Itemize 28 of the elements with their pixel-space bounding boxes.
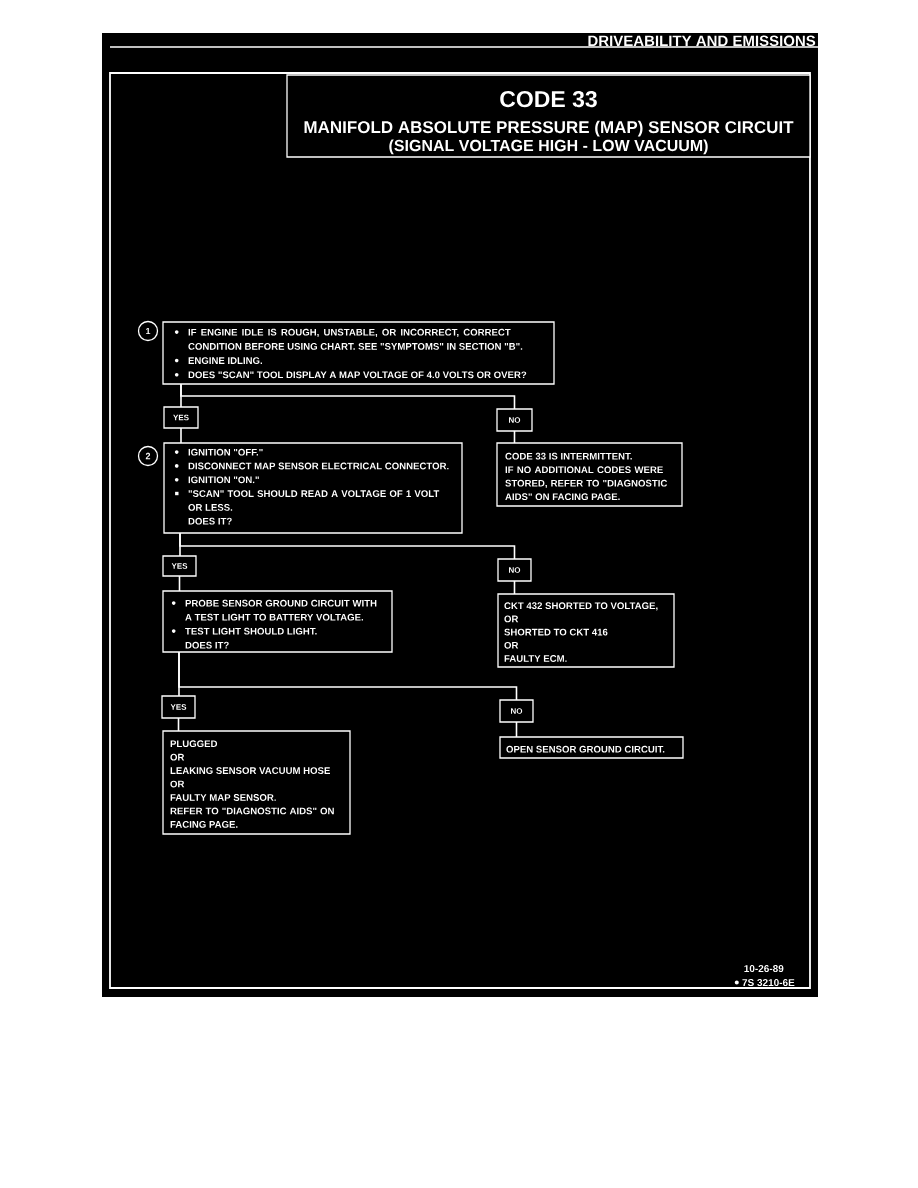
connector-line xyxy=(177,717,180,732)
callout-number: 1 xyxy=(137,320,159,342)
connector-line xyxy=(178,575,181,592)
connector-line xyxy=(178,651,518,701)
connector-line xyxy=(513,580,516,595)
instruction-box: IF ENGINE IDLE IS ROUGH, UNSTABLE, OR INCORRECT, CORRECT CONDITION BEFORE USING CHART. SEE "SYMPTOMS" IN SECTION "B". ENGINE IDLING. DOES "SCAN" TOOL DISPLAY A MAP VOLTAGE OF 4.0 VOLTS OR OVER? xyxy=(162,321,555,385)
connector-line xyxy=(179,532,516,560)
callout-number: 2 xyxy=(137,445,159,467)
branch-label-box: NO xyxy=(499,699,534,723)
connector-line xyxy=(180,427,182,444)
figure-number: 7S 3210-6E xyxy=(742,979,795,987)
connector-line xyxy=(515,721,518,738)
branch-label-box: NO xyxy=(497,558,532,582)
result-box: PLUGGED OR LEAKING SENSOR VACUUM HOSE OR FAULTY MAP SENSOR. REFER TO "DIAGNOSTIC AIDS" ON FACING PAGE. xyxy=(162,730,351,835)
result-box: CODE 33 IS INTERMITTENT. IF NO ADDITIONAL CODES WERE STORED, REFER TO "DIAGNOSTIC AIDS" ON FACING PAGE. xyxy=(496,442,683,507)
branch-label-box: YES xyxy=(161,695,196,719)
branch-label-box: YES xyxy=(163,406,199,429)
page-header: DRIVEABILITY AND EMISSIONS xyxy=(588,35,816,47)
title-box: CODE 33 MANIFOLD ABSOLUTE PRESSURE (MAP) SENSOR CIRCUIT (SIGNAL VOLTAGE HIGH - LOW VACUUM) xyxy=(286,74,811,158)
result-box: CKT 432 SHORTED TO VOLTAGE, OR SHORTED TO CKT 416 OR FAULTY ECM. xyxy=(497,593,675,668)
branch-label-box: YES xyxy=(162,555,197,577)
instruction-box: PROBE SENSOR GROUND CIRCUIT WITH A TEST LIGHT TO BATTERY VOLTAGE. TEST LIGHT SHOULD LIGHT. DOES IT? xyxy=(162,590,393,653)
connector-line xyxy=(513,430,516,444)
branch-label-box: NO xyxy=(496,408,533,432)
date-code: 10-26-89 xyxy=(744,965,784,973)
instruction-box: IGNITION "OFF." DISCONNECT MAP SENSOR ELECTRICAL CONNECTOR. IGNITION "ON." "SCAN" TOOL SHOULD READ A VOLTAGE OF 1 VOLT OR LESS. DOES IT? xyxy=(163,442,463,534)
connector-line xyxy=(180,383,516,410)
result-box: OPEN SENSOR GROUND CIRCUIT. xyxy=(499,736,684,759)
